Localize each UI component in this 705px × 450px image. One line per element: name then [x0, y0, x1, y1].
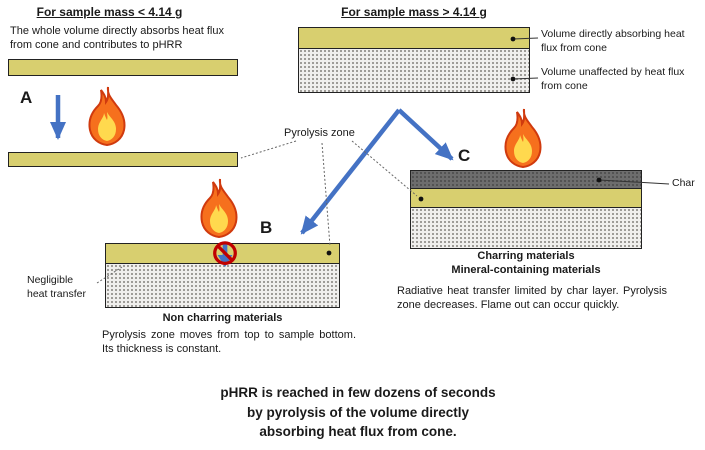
c-title-line1: Charring materials: [477, 250, 575, 262]
slab-c-char-layer: [410, 170, 642, 189]
slab-right-absorbing-layer: [298, 27, 530, 49]
conclusion-text: pHRR is reached in few dozens of seconds…: [158, 383, 558, 442]
slab-a-heated: [8, 152, 238, 167]
conclusion-line-3: absorbing heat flux from cone.: [259, 424, 457, 440]
slab-c-virgin-layer: [410, 207, 642, 249]
left-description: The whole volume directly absorbs heat f…: [10, 25, 224, 52]
slab-a-initial: [8, 59, 238, 76]
dotted-line-pyrolysis-to-c: [351, 140, 418, 197]
flame-icon-b: [196, 178, 242, 238]
dotted-line-pyrolysis-to-a: [240, 140, 297, 159]
slab-b-virgin-layer: [105, 263, 340, 308]
pyrolysis-zone-label: Pyrolysis zone: [284, 127, 355, 139]
arrow-to-c: [397, 108, 454, 161]
no-heat-transfer-icon: [213, 241, 237, 268]
negligible-heat-transfer-label: Negligible heat transfer: [27, 274, 86, 300]
label-c: C: [458, 146, 471, 165]
slab-c-pyrolysis-layer: [410, 188, 642, 208]
volume-absorbing-label: Volume directly absorbing heat flux from…: [541, 28, 685, 54]
slab-right-unaffected-layer: [298, 48, 530, 93]
flame-icon-a: [84, 86, 130, 146]
flame-icon-c: [500, 108, 546, 168]
dotted-line-pyrolysis-to-b: [321, 142, 331, 247]
volume-unaffected-label: Volume unaffected by heat flux from cone: [541, 66, 685, 92]
label-a: A: [20, 88, 33, 107]
label-b: B: [260, 218, 273, 237]
left-heading: For sample mass < 4.14 g: [36, 5, 183, 19]
b-description: Pyrolysis zone moves from top to sample …: [102, 329, 356, 356]
conclusion-line-1: pHRR is reached in few dozens of seconds: [220, 385, 496, 400]
char-label: Char: [672, 177, 695, 189]
b-title: Non charring materials: [162, 312, 283, 324]
conclusion-line-2: by pyrolysis of the volume directly: [246, 404, 470, 420]
c-description: Radiative heat transfer limited by char …: [397, 285, 667, 312]
right-heading: For sample mass > 4.14 g: [341, 5, 487, 19]
c-title-line2: Mineral-containing materials: [451, 264, 601, 276]
